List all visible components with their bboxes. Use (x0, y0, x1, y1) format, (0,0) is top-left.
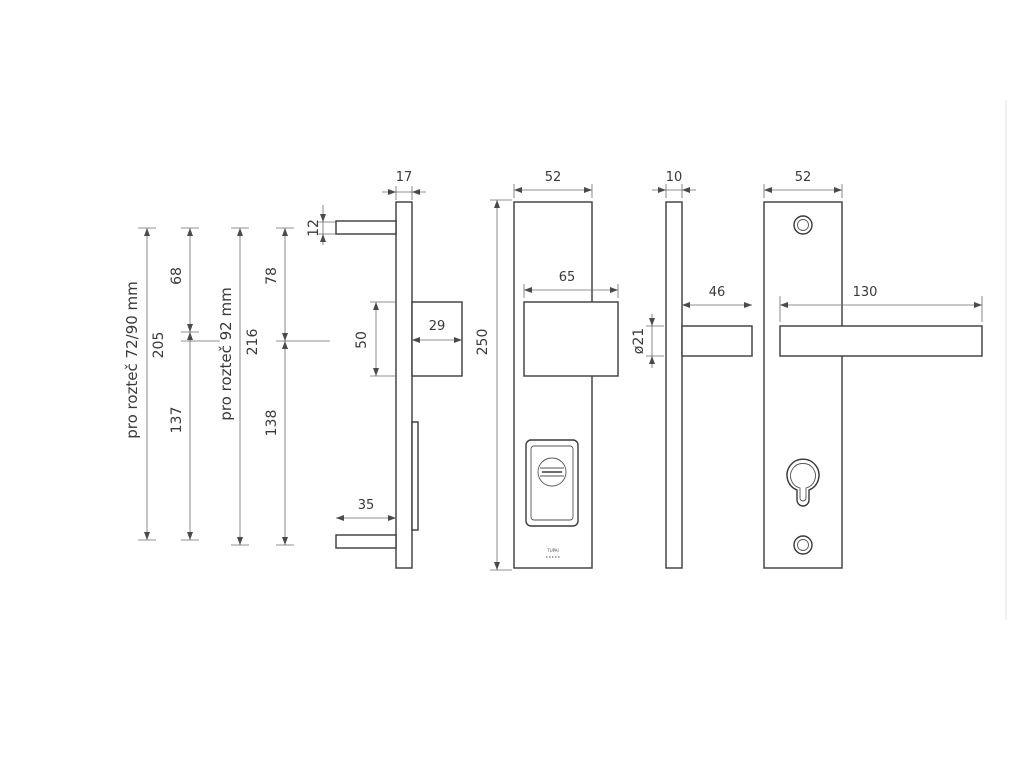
cylinder-cover (525, 439, 579, 527)
dim-250-label: 250 (475, 329, 491, 356)
top-screw (793, 215, 813, 235)
knob-square (523, 301, 619, 377)
side-view-lever: 10 ø21 46 (631, 170, 753, 569)
dia-21-label: ø21 (631, 328, 647, 354)
dim-138-label: 138 (264, 410, 280, 437)
dim-50-label: 50 (354, 331, 370, 349)
dim-137-label: 137 (169, 407, 185, 434)
logo-mark: TUPAI (546, 548, 558, 553)
dim-78-label: 78 (264, 267, 280, 285)
dim-52-right-label: 52 (795, 170, 812, 185)
top-pin (335, 220, 397, 235)
side-view-plate: 12 17 50 29 35 (306, 170, 463, 569)
dim-29-label: 29 (429, 319, 446, 334)
knob-block (411, 301, 463, 377)
front-view-knob-plate: 250 52 65 TUPAI (475, 170, 619, 571)
bottom-screw (793, 535, 813, 555)
dim-12-label: 12 (306, 219, 322, 237)
cylinder-keyhole (786, 458, 820, 507)
lever-handle (779, 325, 983, 357)
spacing-72-90-note: pro rozteč 72/90 mm (123, 281, 141, 439)
dim-17-label: 17 (396, 170, 413, 185)
dim-205-label: 205 (151, 332, 167, 359)
dim-130-label: 130 (853, 285, 878, 300)
dim-52-left-label: 52 (545, 170, 562, 185)
front-view-lever-plate: 52 130 (763, 170, 983, 569)
spacing-dimension-group: 205 pro rozteč 72/90 mm 68 137 216 pro r… (123, 227, 330, 546)
bottom-pin (335, 534, 397, 549)
lever-stub (681, 325, 753, 357)
spacing-92-note: pro rozteč 92 mm (217, 287, 235, 420)
dim-46-label: 46 (709, 285, 726, 300)
dim-216-label: 216 (245, 329, 261, 356)
dim-68-label: 68 (169, 267, 185, 285)
dim-35-label: 35 (358, 498, 375, 513)
dim-10-label: 10 (666, 170, 683, 185)
dim-65-label: 65 (559, 270, 576, 285)
